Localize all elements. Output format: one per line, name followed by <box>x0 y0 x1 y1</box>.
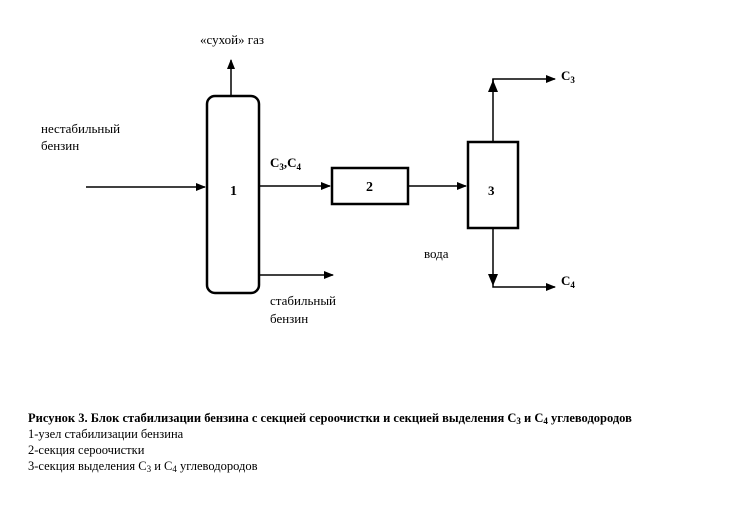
process-flow-diagram: 1 2 3 нестабильный бензин «сухой» газ C3… <box>41 32 575 326</box>
unit-2-number: 2 <box>366 180 373 195</box>
c3-up-arrowhead <box>488 80 498 92</box>
caption-line-3: 3-секция выделения С3 и С4 углеводородов <box>28 459 258 474</box>
c4-output-arrow <box>492 228 556 291</box>
stable-gasoline-label-2: бензин <box>270 311 308 326</box>
c4-down-arrowhead <box>488 274 498 286</box>
c3-output-arrow <box>492 75 556 142</box>
unit-1-column <box>205 94 261 295</box>
unit-2-box <box>330 166 410 206</box>
caption-line-1: 1-узел стабилизации бензина <box>28 427 184 441</box>
stable-gasoline-label-1: стабильный <box>270 293 336 308</box>
c4-label: C4 <box>561 273 575 290</box>
c3-label: C3 <box>561 68 575 85</box>
figure-caption: Рисунок 3. Блок стабилизации бензина с с… <box>28 410 738 474</box>
unstable-gasoline-label-1: нестабильный <box>41 121 120 136</box>
unit-3-number: 3 <box>488 183 495 198</box>
water-label: вода <box>424 246 449 261</box>
unit-1-number: 1 <box>230 184 237 199</box>
caption-title: Рисунок 3. Блок стабилизации бензина с с… <box>28 411 632 426</box>
c3c4-label: C3,C4 <box>270 155 302 172</box>
caption-line-2: 2-секция сероочистки <box>28 443 145 457</box>
dry-gas-label: «сухой» газ <box>200 32 264 47</box>
unstable-gasoline-label-2: бензин <box>41 138 79 153</box>
